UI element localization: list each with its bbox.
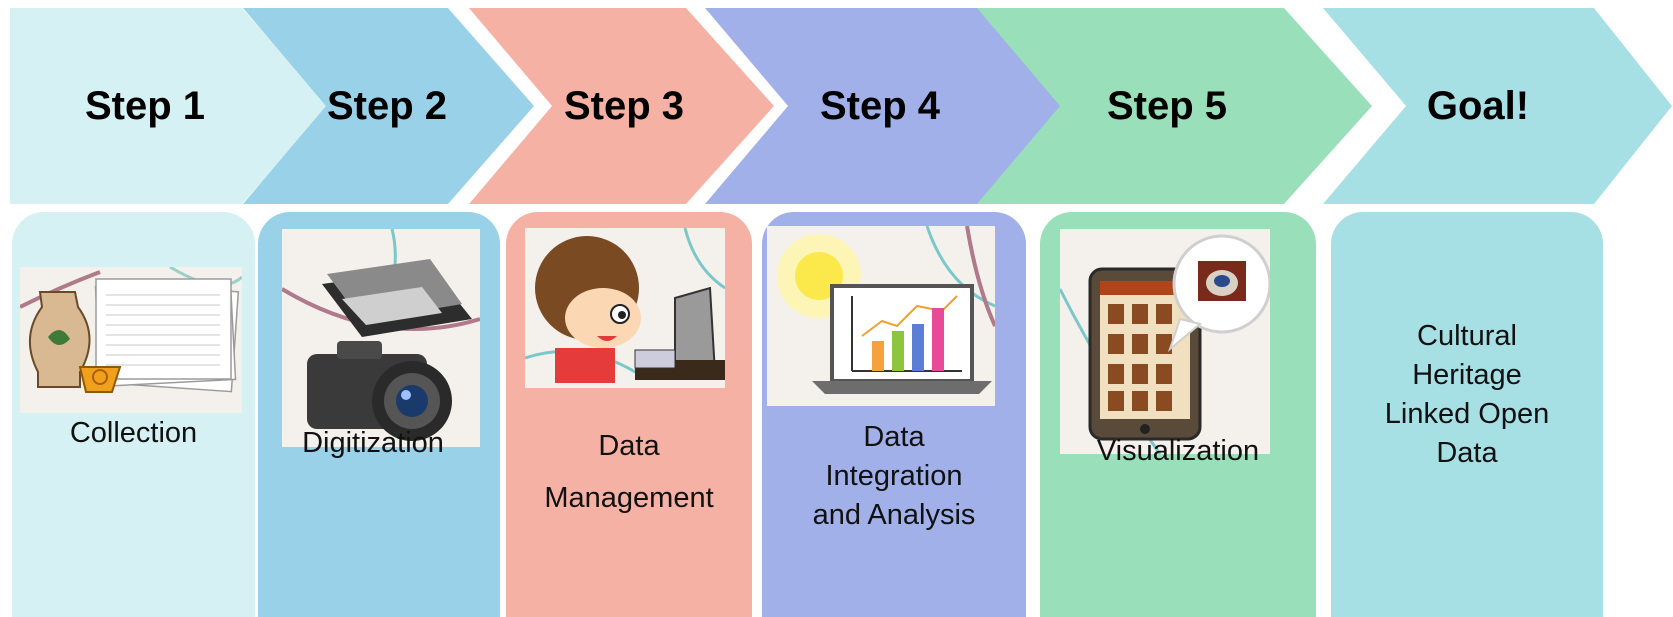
- step-2-chevron: Step 2: [238, 8, 538, 204]
- step-3-chevron: Step 3: [464, 8, 784, 204]
- goal-line-3: Linked Open: [1384, 398, 1550, 430]
- data-integration-line-1: Data: [863, 421, 925, 453]
- goal-line-1: Cultural: [1417, 320, 1517, 352]
- data-management-label: Data Management: [506, 420, 752, 524]
- goal-chevron: Goal!: [1318, 8, 1673, 204]
- step-1-card: Collection: [12, 212, 255, 617]
- digitization-label: Digitization: [302, 427, 444, 459]
- chevron-shape: [1323, 8, 1672, 204]
- step-5-label: Step 5: [1106, 83, 1228, 128]
- step-3-label: Step 3: [563, 83, 685, 128]
- chevron-shape: [469, 8, 774, 204]
- goal-line-4: Data: [1436, 437, 1498, 469]
- step-4-card: Data Integration and Analysis: [762, 212, 1026, 617]
- goal-line-2: Heritage: [1412, 359, 1522, 391]
- step-1-chevron: Step 1: [10, 8, 330, 204]
- data-integration-label: Data Integration and Analysis: [762, 418, 1026, 535]
- tablet-gallery-icon: [1060, 229, 1270, 454]
- goal-description: Cultural Heritage Linked Open Data: [1331, 317, 1603, 473]
- step-1-label: Step 1: [84, 83, 206, 128]
- goal-label: Goal!: [1426, 83, 1530, 128]
- data-integration-line-2: Integration: [825, 460, 963, 492]
- goal-card: Cultural Heritage Linked Open Data: [1331, 212, 1603, 617]
- step-3-card: Data Management: [506, 212, 752, 617]
- chevron-shape: [705, 8, 1110, 204]
- person-at-computer-icon: [525, 228, 725, 388]
- laptop-chart-lightbulb-icon: [767, 226, 995, 406]
- step-4-chevron: Step 4: [700, 8, 1120, 204]
- data-management-line-2: Management: [544, 482, 714, 514]
- visualization-label: Visualization: [1096, 435, 1260, 467]
- chevron-shape: [10, 8, 328, 204]
- step-2-label: Step 2: [326, 83, 448, 128]
- scanner-and-camera-icon: [282, 229, 480, 447]
- step-4-label: Step 4: [819, 83, 941, 128]
- chevron-shape: [977, 8, 1372, 204]
- data-integration-line-3: and Analysis: [812, 499, 976, 531]
- step-5-chevron: Step 5: [972, 8, 1412, 204]
- collection-label: Collection: [69, 417, 198, 449]
- step-5-card: Visualization: [1040, 212, 1316, 617]
- step-2-card: Digitization: [258, 212, 500, 617]
- data-management-line-1: Data: [598, 430, 660, 462]
- chevron-shape: [243, 8, 534, 204]
- vase-and-papers-icon: [20, 267, 242, 413]
